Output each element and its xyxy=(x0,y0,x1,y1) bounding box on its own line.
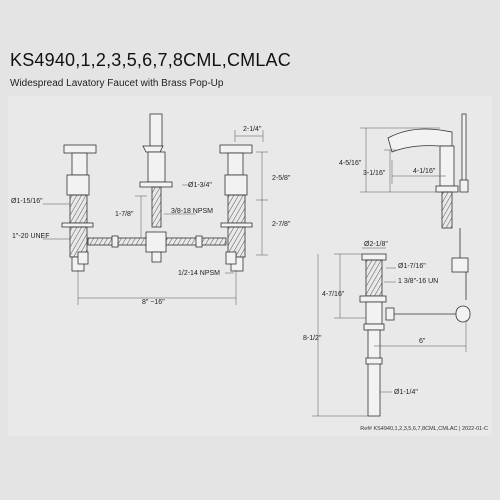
spout xyxy=(139,113,173,228)
shank-length-label: 2-7/8" xyxy=(272,221,291,228)
front-dimension-lines xyxy=(43,130,268,305)
overall-length-label: 8-1/2" xyxy=(303,335,322,342)
side-dimension-lines xyxy=(360,127,446,193)
tail-dia-label: Ø1-1/4" xyxy=(394,389,418,396)
front-view xyxy=(43,113,268,305)
handle-height-label: 2-1/4" xyxy=(243,126,262,133)
flange-dia-label: Ø2-1/8" xyxy=(364,241,388,248)
supply-hoses xyxy=(77,231,237,265)
side-view xyxy=(360,113,469,300)
handle-rise-label: 2-5/8" xyxy=(272,175,291,182)
valve-thread-label: 1"-20 UNEF xyxy=(12,233,50,240)
popup-drain-view xyxy=(312,247,471,417)
spread-label: 8" ~16" xyxy=(142,299,165,306)
deck-hole-label: Ø1-3/4" xyxy=(188,182,212,189)
body-thread-label: 1 3/8"-16 UN xyxy=(398,278,438,285)
page-title: KS4940,1,2,3,5,6,7,8CML,CMLAC xyxy=(10,50,291,70)
spout-height-label: 3-1/16" xyxy=(363,170,386,177)
rod-length-label: 6" xyxy=(419,338,426,345)
spout-reach-label: 4-1/16" xyxy=(413,168,436,175)
handle-dia-label: Ø1-15/16" xyxy=(11,198,43,205)
reference-footer: Ref# KS4940,1,2,3,5,6,7,8CML,CMLAC | 202… xyxy=(360,426,488,432)
spout-thread-label: 3/8-18 NPSM xyxy=(171,208,213,215)
right-handle xyxy=(219,144,253,272)
upper-length-label: 4-7/16" xyxy=(322,291,345,298)
spout-shank-label: 1-7/8" xyxy=(115,211,134,218)
supply-thread-label: 1/2-14 NPSM xyxy=(178,270,220,277)
page-subtitle: Widespread Lavatory Faucet with Brass Po… xyxy=(10,78,224,89)
popup-dimension-lines xyxy=(312,247,467,417)
body-dia-label: Ø1-7/16" xyxy=(398,263,426,270)
overall-height-label: 4-5/16" xyxy=(339,160,362,167)
